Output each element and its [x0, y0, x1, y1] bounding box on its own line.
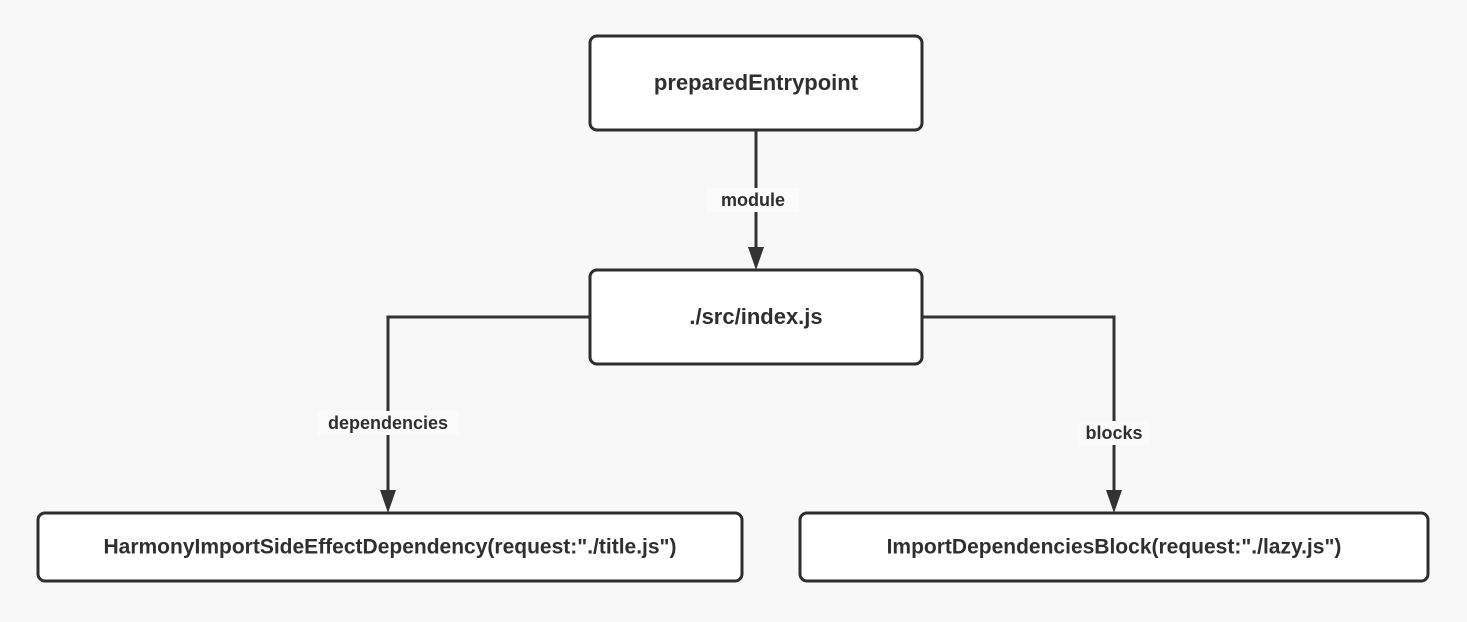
edge-dependencies-line	[386, 315, 590, 490]
node-src-index-js[interactable]: ./src/index.js	[588, 268, 924, 366]
edge-blocks-line	[922, 315, 1116, 490]
node-import-dependencies-block[interactable]: ImportDependenciesBlock(request:"./lazy.…	[798, 511, 1430, 583]
node-prepared-entrypoint-label: preparedEntrypoint	[654, 70, 859, 95]
edge-labels-layer: module dependencies blocks	[318, 188, 1149, 445]
edge-label-blocks-backdrop	[1079, 421, 1149, 445]
node-src-index-js-label: ./src/index.js	[689, 304, 822, 329]
edge-label-module: module	[707, 188, 799, 212]
edge-blocks[interactable]	[922, 315, 1122, 513]
node-harmony-import-side-effect-dependency-label: HarmonyImportSideEffectDependency(reques…	[103, 536, 676, 559]
edge-label-blocks: blocks	[1079, 421, 1149, 445]
edge-label-dependencies-backdrop	[318, 411, 459, 435]
edge-label-blocks-text: blocks	[1085, 423, 1142, 443]
edge-blocks-arrowhead	[1106, 490, 1122, 513]
node-harmony-import-side-effect-dependency[interactable]: HarmonyImportSideEffectDependency(reques…	[36, 511, 744, 583]
node-src-index-js-box	[588, 268, 924, 366]
edge-label-dependencies-text: dependencies	[328, 413, 448, 433]
edge-label-dependencies: dependencies	[318, 411, 459, 435]
node-prepared-entrypoint[interactable]: preparedEntrypoint	[588, 34, 924, 132]
node-import-dependencies-block-label: ImportDependenciesBlock(request:"./lazy.…	[887, 536, 1342, 559]
node-harmony-import-side-effect-dependency-box	[36, 511, 744, 583]
edge-label-module-text: module	[721, 190, 785, 210]
edge-module-arrowhead	[748, 247, 764, 270]
node-import-dependencies-block-box	[798, 511, 1430, 583]
node-prepared-entrypoint-box	[588, 34, 924, 132]
nodes-layer: preparedEntrypoint ./src/index.js Harmon…	[36, 34, 1430, 583]
edge-dependencies-arrowhead	[380, 490, 396, 513]
edge-label-module-backdrop	[707, 188, 799, 212]
